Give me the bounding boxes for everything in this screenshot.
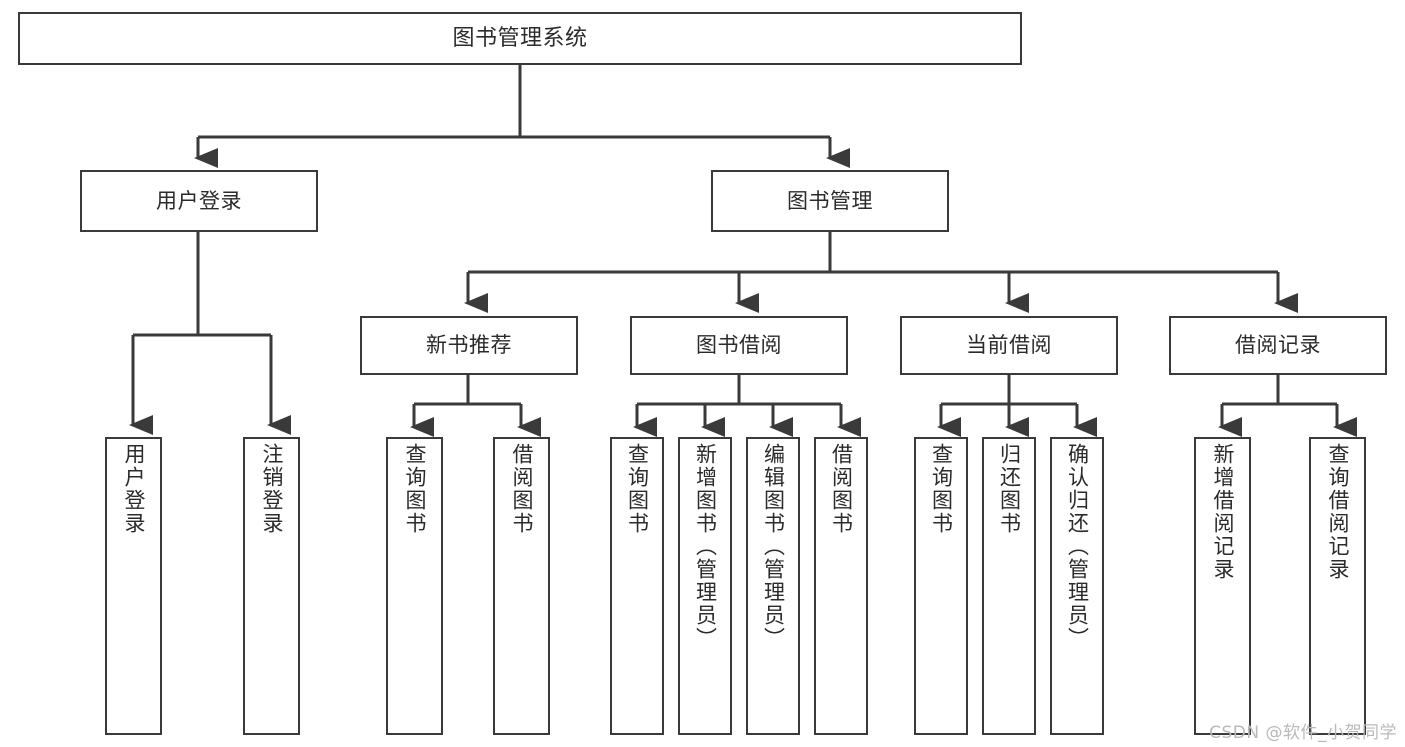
- node-label: 查询图书: [625, 443, 650, 535]
- node-leaf-query-book-current[interactable]: 查询图书: [914, 437, 968, 735]
- node-label: 查询图书: [403, 443, 427, 535]
- watermark: CSDN @软件_小贺同学: [1209, 723, 1397, 743]
- node-label: 新增借阅记录: [1211, 443, 1235, 581]
- node-label: 当前借阅: [966, 333, 1052, 358]
- node-label: 确认归还（管理员）: [1065, 443, 1090, 650]
- node-label: 查询图书: [929, 443, 954, 535]
- node-label: 归还图书: [997, 443, 1022, 535]
- node-label: 用户登录: [122, 443, 146, 535]
- node-leaf-add-borrow-record[interactable]: 新增借阅记录: [1194, 437, 1251, 735]
- node-leaf-query-borrow-record[interactable]: 查询借阅记录: [1309, 437, 1366, 735]
- node-label: 查询借阅记录: [1326, 443, 1350, 581]
- node-user-login[interactable]: 用户登录: [80, 170, 318, 232]
- node-leaf-add-book-admin[interactable]: 新增图书（管理员）: [678, 437, 732, 735]
- node-label: 新书推荐: [426, 333, 512, 358]
- node-book-management[interactable]: 图书管理: [711, 170, 949, 232]
- node-label: 用户登录: [156, 188, 242, 213]
- node-leaf-logout[interactable]: 注销登录: [243, 437, 300, 735]
- node-root-book-management-system[interactable]: 图书管理系统: [18, 12, 1022, 65]
- node-leaf-return-book[interactable]: 归还图书: [982, 437, 1036, 735]
- node-current-borrow[interactable]: 当前借阅: [900, 316, 1118, 375]
- node-new-book-recommend[interactable]: 新书推荐: [360, 316, 578, 375]
- node-label: 借阅记录: [1235, 333, 1321, 358]
- node-label: 注销登录: [260, 443, 284, 535]
- node-label: 借阅图书: [510, 443, 534, 535]
- node-label: 图书管理系统: [452, 25, 588, 51]
- node-book-borrow[interactable]: 图书借阅: [630, 316, 848, 375]
- node-leaf-borrow-book[interactable]: 借阅图书: [814, 437, 868, 735]
- node-label: 借阅图书: [829, 443, 854, 535]
- node-leaf-confirm-return-admin[interactable]: 确认归还（管理员）: [1050, 437, 1104, 735]
- node-leaf-borrow-book-newbook[interactable]: 借阅图书: [493, 437, 550, 735]
- node-label: 新增图书（管理员）: [693, 443, 718, 650]
- node-leaf-edit-book-admin[interactable]: 编辑图书（管理员）: [746, 437, 800, 735]
- node-leaf-user-login[interactable]: 用户登录: [105, 437, 162, 735]
- node-label: 图书管理: [787, 188, 873, 213]
- node-borrow-record[interactable]: 借阅记录: [1169, 316, 1387, 375]
- node-label: 图书借阅: [696, 333, 782, 358]
- node-label: 编辑图书（管理员）: [761, 443, 786, 650]
- node-leaf-query-book-borrow[interactable]: 查询图书: [610, 437, 664, 735]
- node-leaf-query-book-newbook[interactable]: 查询图书: [386, 437, 443, 735]
